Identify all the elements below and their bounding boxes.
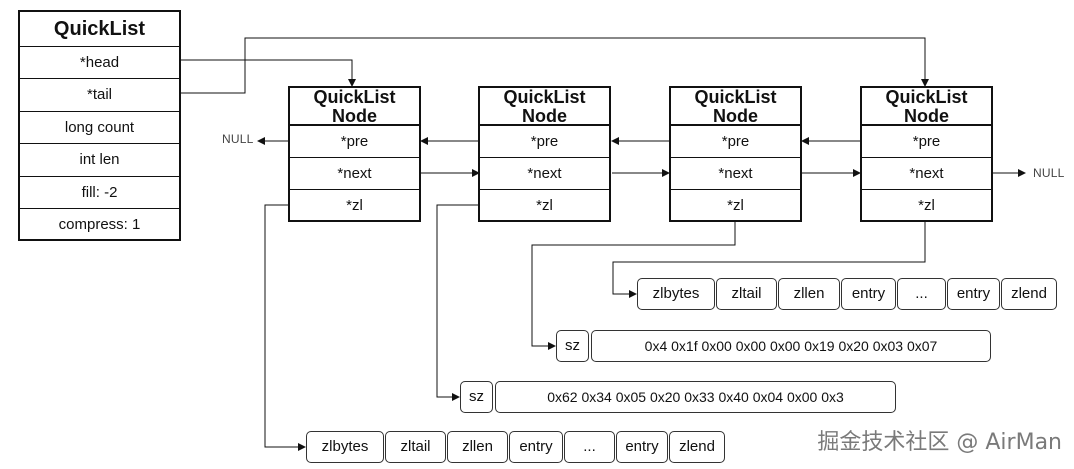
quicklist-node-3: QuickList Node *pre *next *zl xyxy=(669,86,802,222)
node-title-line1: QuickList xyxy=(694,88,777,107)
quicklist-field-tail: *tail xyxy=(20,79,179,112)
null-label-right: NULL xyxy=(1033,166,1065,180)
node-title-line1: QuickList xyxy=(503,88,586,107)
ziplist-top-zltail: zltail xyxy=(716,278,777,310)
null-label-left: NULL xyxy=(222,132,254,146)
ziplist-top-entry-last: entry xyxy=(947,278,1000,310)
ziplist-top-zllen: zllen xyxy=(778,278,840,310)
node-title-line2: Node xyxy=(332,106,377,126)
ziplist-bottom-zlbytes: zlbytes xyxy=(306,431,384,463)
ziplist-top-entry-first: entry xyxy=(841,278,896,310)
node-title-line2: Node xyxy=(522,106,567,126)
node-title: QuickList Node xyxy=(862,88,991,126)
quicklist-field-len: int len xyxy=(20,144,179,177)
node-field-zl: *zl xyxy=(346,197,363,214)
quicklist-field-count: long count xyxy=(20,112,179,145)
node-field-next: *next xyxy=(290,158,419,190)
quicklist-title: QuickList xyxy=(20,12,179,47)
quicklist-node-1: QuickList Node *pre *next *zl xyxy=(288,86,421,222)
node-field-zl: *zl xyxy=(727,197,744,214)
quicklist-node-4: QuickList Node *pre *next *zl xyxy=(860,86,993,222)
node-title-line1: QuickList xyxy=(313,88,396,107)
node-title-line2: Node xyxy=(713,106,758,126)
node-title: QuickList Node xyxy=(671,88,800,126)
ziplist-bottom-entry-last: entry xyxy=(616,431,668,463)
zl-arrow-node3 xyxy=(531,221,736,350)
ziplist-top-zlbytes: zlbytes xyxy=(637,278,715,310)
node-field-next: *next xyxy=(862,158,991,190)
node-field-pre: *pre xyxy=(480,126,609,158)
compressed-1-sz: sz xyxy=(556,330,589,362)
quicklist-field-fill: fill: -2 xyxy=(20,177,179,209)
ziplist-bottom-zltail: zltail xyxy=(385,431,446,463)
ziplist-bottom-entry-first: entry xyxy=(509,431,563,463)
node-title-line1: QuickList xyxy=(885,88,968,107)
compressed-2-sz: sz xyxy=(460,381,493,413)
tail-pointer-arrow xyxy=(181,37,929,94)
node-title-line2: Node xyxy=(904,106,949,126)
node-field-zl: *zl xyxy=(536,197,553,214)
node-field-next: *next xyxy=(480,158,609,190)
ziplist-bottom-ellipsis: ... xyxy=(564,431,615,463)
ziplist-top-ellipsis: ... xyxy=(897,278,946,310)
node-field-pre: *pre xyxy=(290,126,419,158)
watermark-text: 掘金技术社区 @ AirMan xyxy=(817,430,1062,455)
node-field-next: *next xyxy=(671,158,800,190)
quicklist-node-2: QuickList Node *pre *next *zl xyxy=(478,86,611,222)
quicklist-struct: QuickList *head *tail long count int len… xyxy=(18,10,181,241)
node-field-zl: *zl xyxy=(918,197,935,214)
zl-arrow-node2 xyxy=(436,204,478,401)
node-field-pre: *pre xyxy=(862,126,991,158)
ziplist-bottom-zllen: zllen xyxy=(447,431,508,463)
quicklist-field-head: *head xyxy=(20,47,179,80)
node-title: QuickList Node xyxy=(290,88,419,126)
ziplist-top-zlend: zlend xyxy=(1001,278,1057,310)
quicklist-field-compress: compress: 1 xyxy=(58,215,141,233)
head-pointer-arrow xyxy=(181,59,356,87)
zl-arrow-node1 xyxy=(264,204,306,451)
ziplist-bottom-zlend: zlend xyxy=(669,431,725,463)
zl-arrow-node4 xyxy=(612,221,926,298)
node-field-pre: *pre xyxy=(671,126,800,158)
node-title: QuickList Node xyxy=(480,88,609,126)
compressed-2-bytes: 0x62 0x34 0x05 0x20 0x33 0x40 0x04 0x00 … xyxy=(495,381,896,413)
compressed-1-bytes: 0x4 0x1f 0x00 0x00 0x00 0x19 0x20 0x03 0… xyxy=(591,330,991,362)
